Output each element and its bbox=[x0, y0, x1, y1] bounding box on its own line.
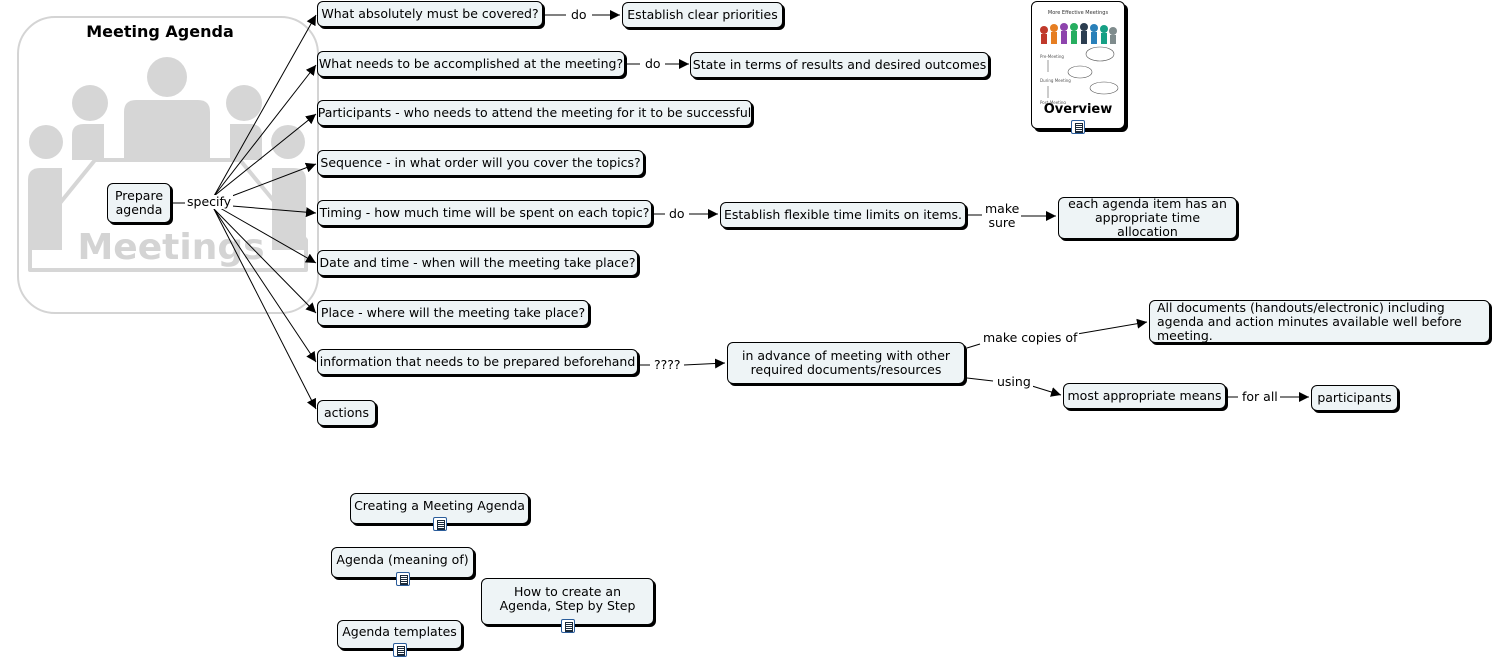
branch-accomplish[interactable]: What needs to be accomplished at the mee… bbox=[317, 51, 625, 77]
node-documents[interactable]: All documents (handouts/electronic) incl… bbox=[1149, 300, 1490, 343]
document-icon[interactable] bbox=[433, 517, 447, 531]
node-time-limits[interactable]: Establish flexible time limits on items. bbox=[720, 202, 966, 228]
link-label-do-3: do bbox=[667, 206, 687, 221]
branch-participants[interactable]: Participants - who needs to attend the m… bbox=[317, 100, 752, 126]
branch-timing[interactable]: Timing - how much time will be spent on … bbox=[317, 200, 652, 226]
node-means[interactable]: most appropriate means bbox=[1063, 383, 1226, 409]
document-icon[interactable] bbox=[393, 643, 407, 657]
document-icon[interactable] bbox=[396, 572, 410, 586]
link-label-unknown: ???? bbox=[652, 357, 683, 372]
branch-information[interactable]: information that needs to be prepared be… bbox=[317, 349, 638, 375]
map-title: Meeting Agenda bbox=[86, 22, 234, 41]
image-icon[interactable] bbox=[1071, 120, 1085, 134]
node-priorities[interactable]: Establish clear priorities bbox=[622, 2, 783, 28]
link-label-using: using bbox=[995, 374, 1033, 389]
node-time-allocation[interactable]: each agenda item has an appropriate time… bbox=[1058, 197, 1237, 239]
branch-place[interactable]: Place - where will the meeting take plac… bbox=[317, 300, 589, 326]
meeting-people-icon bbox=[28, 57, 308, 272]
image-icon: More Effective Meetings Pre-Meeting Duri… bbox=[1040, 10, 1119, 104]
resource-step-by-step[interactable]: How to create an Agenda, Step by Step bbox=[481, 578, 654, 625]
node-advance[interactable]: in advance of meeting with other require… bbox=[727, 342, 965, 384]
overview-caption: Overview bbox=[1043, 102, 1113, 117]
branch-sequence[interactable]: Sequence - in what order will you cover … bbox=[317, 150, 644, 176]
link-label-make-copies: make copies of bbox=[981, 330, 1080, 345]
branch-date-time[interactable]: Date and time - when will the meeting ta… bbox=[317, 250, 638, 276]
link-label-for-all: for all bbox=[1240, 389, 1280, 404]
document-icon[interactable] bbox=[561, 619, 575, 633]
svg-text:Post-Meeting: Post-Meeting bbox=[1040, 100, 1066, 104]
svg-text:Pre-Meeting: Pre-Meeting bbox=[1040, 54, 1064, 59]
link-label-do-2: do bbox=[643, 56, 663, 71]
overview-thumbnail[interactable] bbox=[1031, 1, 1125, 129]
link-label-do-1: do bbox=[569, 7, 589, 22]
svg-text:More Effective Meetings: More Effective Meetings bbox=[1048, 10, 1109, 16]
svg-text:During Meeting: During Meeting bbox=[1040, 78, 1071, 83]
branch-must-cover[interactable]: What absolutely must be covered? bbox=[317, 1, 543, 27]
link-label-specify: specify bbox=[185, 194, 234, 209]
node-outcomes[interactable]: State in terms of results and desired ou… bbox=[690, 52, 989, 78]
link-label-make-sure: make sure bbox=[983, 201, 1021, 230]
resource-agenda-meaning[interactable]: Agenda (meaning of) bbox=[331, 547, 474, 578]
branch-actions[interactable]: actions bbox=[317, 400, 376, 426]
root-node[interactable]: Prepare agenda bbox=[107, 183, 171, 223]
node-participants[interactable]: participants bbox=[1311, 385, 1398, 411]
